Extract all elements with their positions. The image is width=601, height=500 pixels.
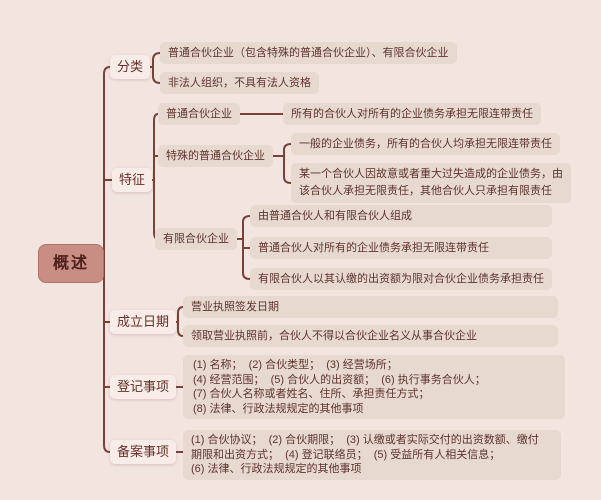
topic-before-license-restriction[interactable]: 领取营业执照前，合伙人不得以合伙企业名义从事合伙企业 bbox=[183, 325, 558, 347]
topic-limited-partnership-composition[interactable]: 由普通合伙人和有限合伙人组成 bbox=[250, 205, 552, 227]
topic-special-general-partnership[interactable]: 特殊的普通合伙企业 bbox=[158, 145, 273, 167]
branch-node-filing-items[interactable]: 备案事项 bbox=[110, 440, 177, 464]
topic-general-partnership[interactable]: 普通合伙企业 bbox=[158, 103, 240, 125]
branch-node-establishment-date[interactable]: 成立日期 bbox=[110, 310, 177, 334]
topic-registration-items-list[interactable]: (1) 名称； (2) 合伙类型； (3) 经营场所； (4) 经营范围； (5… bbox=[183, 355, 565, 419]
topic-filing-items-list[interactable]: (1) 合伙协议； (2) 合伙期限； (3) 认缴或者实际交付的出资数额、缴付… bbox=[183, 430, 561, 480]
topic-limited-partnership-lp-liability[interactable]: 有限合伙人以其认缴的出资额为限对合伙企业债务承担责任 bbox=[250, 268, 552, 290]
topic-classification-types[interactable]: 普通合伙企业（包含特殊的普通合伙企业）、有限合伙企业 bbox=[160, 42, 457, 64]
branch-node-classification[interactable]: 分类 bbox=[110, 55, 151, 79]
branch-node-features[interactable]: 特征 bbox=[112, 168, 153, 192]
topic-classification-non-legal-person[interactable]: 非法人组织，不具有法人资格 bbox=[160, 72, 319, 94]
topic-special-partnership-general-debt[interactable]: 一般的企业债务，所有的合伙人均承担无限连带责任 bbox=[291, 133, 560, 155]
root-node-overview[interactable]: 概述 bbox=[38, 244, 105, 283]
topic-general-partnership-liability[interactable]: 所有的合伙人对所有的企业债务承担无限连带责任 bbox=[283, 103, 541, 125]
branch-node-registration-items[interactable]: 登记事项 bbox=[110, 375, 177, 399]
special-partnership-bracket bbox=[272, 143, 292, 184]
topic-limited-partnership[interactable]: 有限合伙企业 bbox=[155, 228, 237, 250]
topic-license-issue-date[interactable]: 营业执照签发日期 bbox=[183, 296, 558, 318]
limited-partnership-bracket bbox=[236, 215, 251, 280]
topic-special-partnership-fault-debt[interactable]: 某一个合伙人因故意或者重大过失造成的企业债务，由 该合伙人承担无限责任，其他合伙… bbox=[291, 163, 571, 203]
classification-bracket bbox=[149, 52, 161, 84]
topic-limited-partnership-gp-liability[interactable]: 普通合伙人对所有的企业债务承担无限连带责任 bbox=[250, 237, 552, 259]
establishment-bracket bbox=[175, 306, 184, 337]
